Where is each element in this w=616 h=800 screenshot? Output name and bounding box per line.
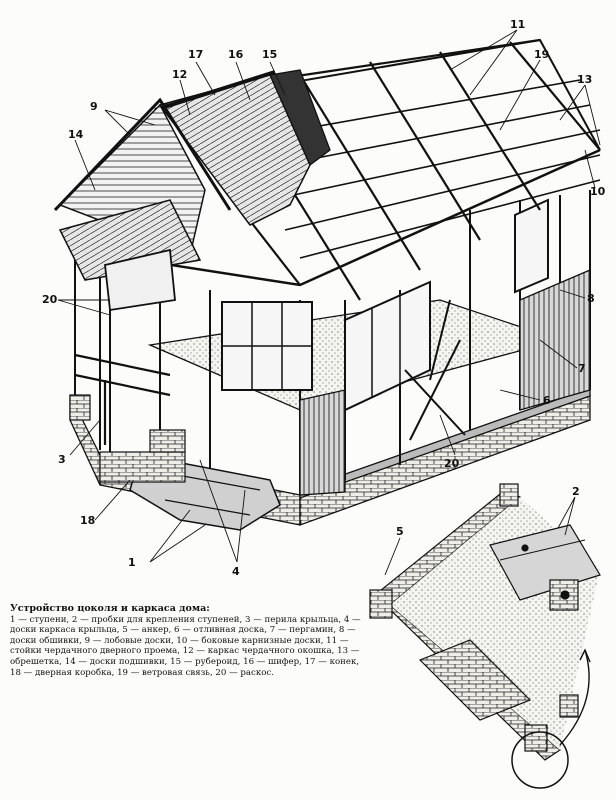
caption-legend: 1 — ступени, 2 — пробки для крепления ст… bbox=[10, 614, 361, 678]
label-9: 9 bbox=[90, 100, 98, 113]
label-19: 19 bbox=[534, 48, 549, 61]
label-12: 12 bbox=[172, 68, 187, 81]
label-17: 17 bbox=[188, 48, 203, 61]
roof-battens bbox=[239, 79, 601, 259]
label-2: 2 bbox=[572, 485, 580, 498]
label-16: 16 bbox=[228, 48, 244, 61]
label-18: 18 bbox=[80, 514, 95, 527]
label-7: 7 bbox=[578, 362, 586, 375]
label-1: 1 bbox=[128, 556, 136, 569]
inner-wall bbox=[418, 639, 532, 721]
label-14: 14 bbox=[68, 128, 84, 141]
attic-window-frame bbox=[104, 248, 176, 312]
porch-railing bbox=[74, 353, 171, 445]
part-labels: 1 2 3 4 5 6 7 8 9 10 11 12 13 14 15 16 1… bbox=[42, 18, 606, 578]
porch-brick bbox=[99, 451, 186, 483]
leader-lines bbox=[57, 29, 601, 576]
back-window bbox=[514, 198, 549, 294]
label-11: 11 bbox=[510, 18, 525, 31]
brace bbox=[404, 299, 466, 441]
label-20-center: 20 bbox=[444, 457, 460, 470]
label-4: 4 bbox=[232, 565, 240, 578]
ridge bbox=[154, 70, 276, 112]
roofing-felt bbox=[269, 69, 331, 167]
label-20-left: 20 bbox=[42, 293, 58, 306]
caption-title: Устройство цоколя и каркаса дома: bbox=[10, 603, 210, 614]
figure-caption: Устройство цоколя и каркаса дома: 1 — ст… bbox=[10, 603, 366, 678]
sheathing-boards bbox=[519, 269, 591, 411]
label-6: 6 bbox=[543, 394, 551, 407]
label-5: 5 bbox=[396, 525, 404, 538]
foundation-plan bbox=[369, 483, 601, 789]
label-15: 15 bbox=[262, 48, 277, 61]
label-8: 8 bbox=[587, 292, 595, 305]
label-10: 10 bbox=[590, 185, 606, 198]
label-3: 3 bbox=[58, 453, 66, 466]
fascia-boards bbox=[53, 97, 232, 212]
house bbox=[53, 38, 601, 531]
side-window bbox=[344, 280, 431, 412]
label-13: 13 bbox=[577, 73, 592, 86]
door-sheathing bbox=[299, 389, 346, 496]
detail-circle bbox=[511, 731, 569, 789]
